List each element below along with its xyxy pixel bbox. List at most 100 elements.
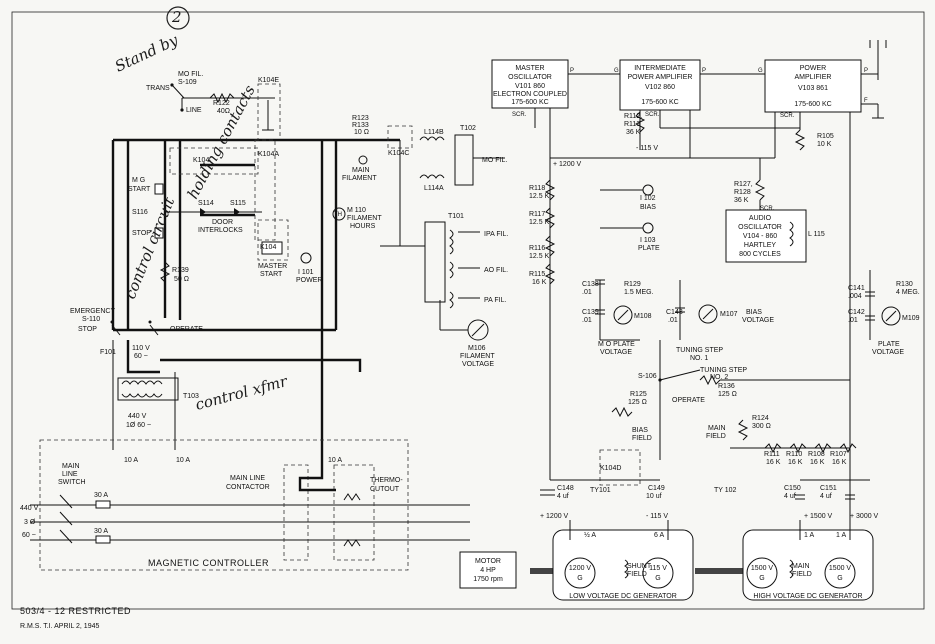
lbl-r117: R117 xyxy=(529,211,545,218)
block-master-osc xyxy=(491,59,569,109)
lbl-mo-fil2: MO FIL. xyxy=(482,157,507,164)
lbl-s106: S-106 xyxy=(638,373,657,380)
mo-line4: ELECTRON COUPLED xyxy=(493,91,567,98)
lbl-six-a: 6 A xyxy=(654,532,664,539)
ipa-line3: V102 860 xyxy=(645,84,675,91)
lbl-g1: G xyxy=(614,68,619,74)
lbl-c139v: .01 xyxy=(582,317,592,324)
lbl-k104: K104 xyxy=(260,244,276,251)
lbl-half-a: ½ A xyxy=(584,531,596,539)
lbl-th: TH xyxy=(334,212,342,218)
lbl-scr-1: SCR. xyxy=(512,112,527,118)
lbl-plus3000: + 3000 V xyxy=(850,513,879,520)
lbl-m110b: HOURS xyxy=(350,223,376,230)
lbl-30a-2: 30 A xyxy=(94,528,108,535)
lbl-r133: R133 xyxy=(352,122,369,129)
lbl-k104c: K104C xyxy=(388,150,409,157)
lbl-shunt-field: SHUNT xyxy=(627,563,652,570)
lbl-i103b: PLATE xyxy=(638,245,660,252)
lbl-c150v: 4 uf xyxy=(784,493,796,500)
lbl-thermo2: CUTOUT xyxy=(370,486,400,493)
lbl-r123: R123 xyxy=(352,115,369,122)
lbl-k104e: K104E xyxy=(258,77,279,84)
block-motor xyxy=(459,551,517,589)
lbl-r113: R113 xyxy=(624,121,640,128)
motor-line1: MOTOR xyxy=(475,558,501,565)
mo-line2: OSCILLATOR xyxy=(508,74,552,81)
lbl-operate2: OPERATE xyxy=(672,397,705,404)
lbl-m110: M 110 xyxy=(347,207,366,214)
lbl-r128v: 36 K xyxy=(734,197,749,204)
lbl-master-start2: START xyxy=(260,271,283,278)
lbl-r112: R112, xyxy=(624,113,642,120)
lbl-r139: R139 xyxy=(172,267,189,274)
lbl-m108: M108 xyxy=(634,313,652,320)
lbl-bias-field: BIAS xyxy=(632,427,648,434)
footer-line2: R.M.S. T.I. APRIL 2, 1945 xyxy=(20,623,99,630)
handwritten-circled-number: 2 xyxy=(171,8,182,26)
lbl-1ph: 1Ø 60 ~ xyxy=(126,422,151,429)
lbl-r105v: 10 K xyxy=(817,141,832,148)
lbl-gen-g4: G xyxy=(837,575,842,582)
lbl-g115: 115 V xyxy=(649,565,667,572)
lbl-60hz-3ph: 60 ~ xyxy=(22,532,36,539)
lbl-c148: C148 xyxy=(557,485,574,492)
mo-line1: MASTER xyxy=(515,65,544,72)
lbl-emergency: EMERGENCY xyxy=(70,308,115,315)
lbl-scr-3: SCR. xyxy=(780,113,795,119)
lbl-t103: T103 xyxy=(183,393,199,400)
lbl-main: MAIN xyxy=(62,463,80,470)
lbl-main-field2: FIELD xyxy=(706,433,726,440)
lbl-r107: R107 xyxy=(830,451,847,458)
lbl-r125: R125 xyxy=(630,391,647,398)
lbl-r139v: 50 Ω xyxy=(174,276,189,283)
ao-line3: V104 - 860 xyxy=(743,233,777,240)
lbl-r115: R115 xyxy=(529,271,545,278)
lbl-mo-plate: M O PLATE xyxy=(598,341,635,348)
lbl-main-field4: FIELD xyxy=(792,571,812,578)
lbl-mg: M G xyxy=(132,177,145,184)
lbl-tuning2b: NO. 2 xyxy=(710,374,728,381)
lbl-r111: R111 xyxy=(764,451,780,458)
lbl-tuning2: TUNING STEP xyxy=(700,367,747,374)
lbl-tuning1: TUNING STEP xyxy=(676,347,723,354)
lbl-stop: STOP xyxy=(132,230,151,237)
lbl-10a-2: 10 A xyxy=(176,457,190,464)
lbl-r136v: 125 Ω xyxy=(718,391,737,398)
lbl-bias-voltage2: VOLTAGE xyxy=(742,317,774,324)
lbl-c138: C138 xyxy=(582,281,599,288)
lbl-c142v: .01 xyxy=(848,317,858,324)
ao-line1: AUDIO xyxy=(749,215,772,222)
lbl-c143v: .01 xyxy=(668,317,678,324)
pa-line1: POWER xyxy=(800,65,826,72)
lbl-plus1500: + 1500 V xyxy=(804,513,833,520)
mo-line5: 175-600 KC xyxy=(511,99,548,106)
ao-line2: OSCILLATOR xyxy=(738,224,782,231)
lbl-m106b: VOLTAGE xyxy=(462,361,494,368)
lbl-mg-start: START xyxy=(128,186,151,193)
lbl-r110v: 16 K xyxy=(788,459,803,466)
lbl-c149v: 10 uf xyxy=(646,493,662,500)
magnetic-controller-label: MAGNETIC CONTROLLER xyxy=(148,558,269,568)
handwritten-control-xfmr: control xfmr xyxy=(193,372,290,414)
lbl-door: DOOR xyxy=(212,219,233,226)
lbl-g1200: 1200 V xyxy=(569,565,592,572)
lbl-10a-3: 10 A xyxy=(328,457,342,464)
lbl-k104a: K104A xyxy=(258,151,279,158)
lbl-r123-v: 10 Ω xyxy=(354,129,369,136)
ipa-line1: INTERMEDIATE xyxy=(634,65,686,72)
lbl-tuning1b: NO. 1 xyxy=(690,355,708,362)
lbl-r129v: 1.5 MEG. xyxy=(624,289,654,296)
lbl-line: LINE xyxy=(186,107,202,114)
lbl-operate: OPERATE xyxy=(170,326,203,333)
lbl-c150: C150 xyxy=(784,485,801,492)
lbl-g1500b: 1500 V xyxy=(829,565,852,572)
lbl-3ph: 3 Ø xyxy=(24,519,36,526)
mo-line3: V101 860 xyxy=(515,83,545,90)
lbl-trans: TRANS xyxy=(146,85,170,92)
lbl-r105: R105 xyxy=(817,133,834,140)
lbl-shunt-field2: FIELD xyxy=(627,571,647,578)
pa-line3: V103 861 xyxy=(798,85,828,92)
